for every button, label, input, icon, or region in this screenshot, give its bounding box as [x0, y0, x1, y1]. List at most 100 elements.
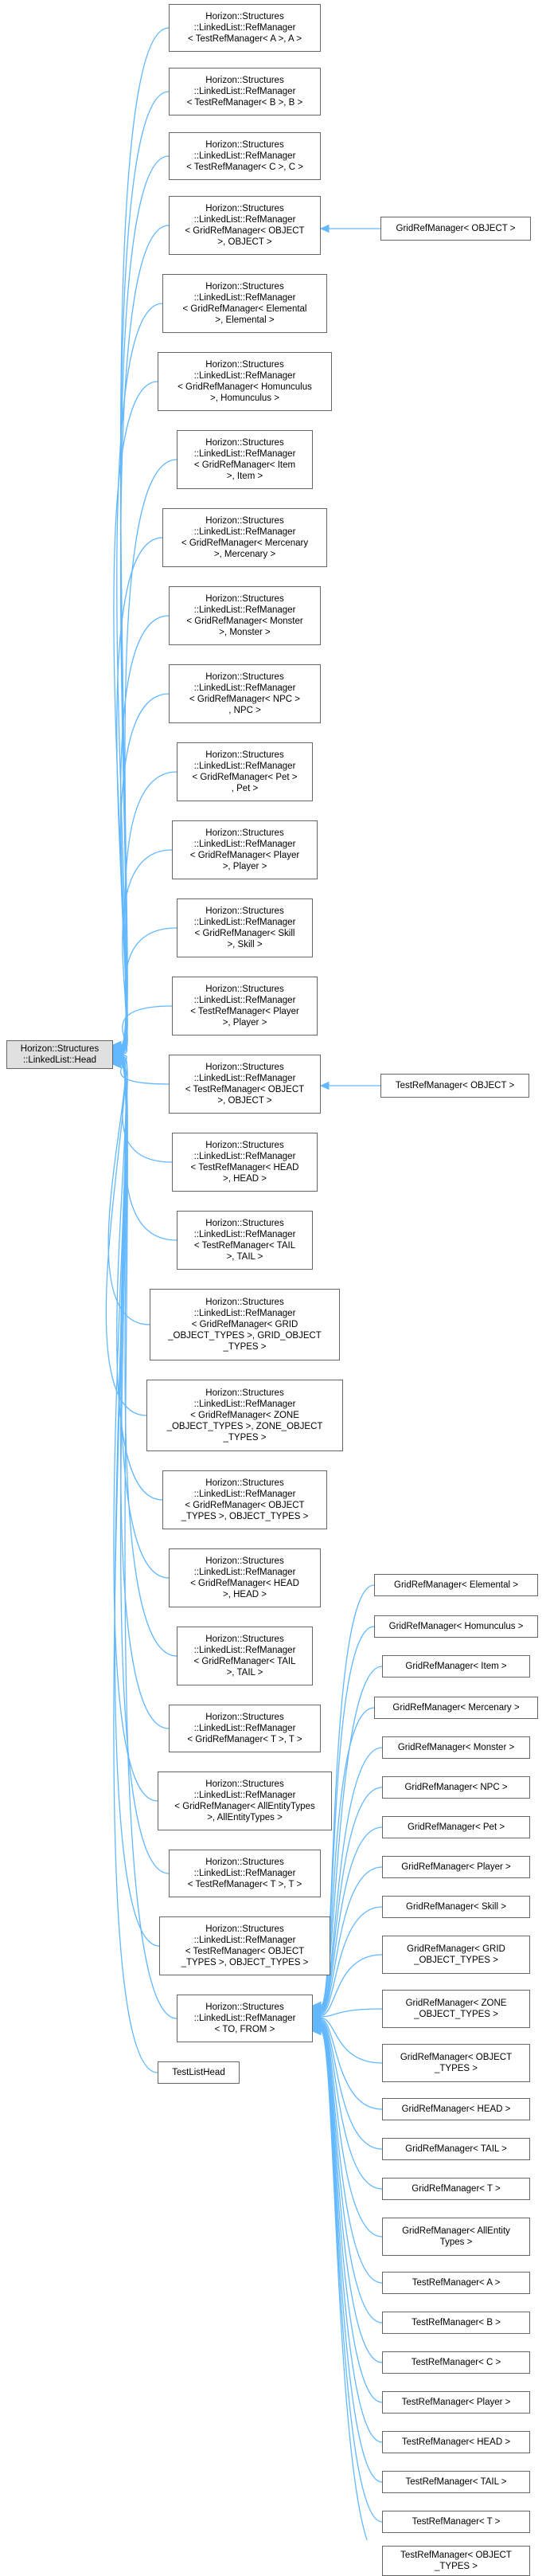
- edge-l-grid-pet-to-to-from: [320, 1826, 383, 2013]
- class-node-rm-grid-monster[interactable]: Horizon::Structures ::LinkedList::RefMan…: [169, 586, 321, 645]
- linkedlist-head-node-label: Horizon::Structures ::LinkedList::Head: [20, 1044, 99, 1065]
- edge-rm-grid-object-to-head: [119, 225, 170, 1048]
- class-node-l-grid-monster[interactable]: GridRefManager< Monster >: [382, 1736, 530, 1759]
- class-node-grid-object-label: GridRefManager< OBJECT >: [396, 224, 516, 233]
- class-node-l-grid-skill-label: GridRefManager< Skill >: [406, 1902, 506, 1912]
- class-node-l-test-c[interactable]: TestRefManager< C >: [382, 2351, 530, 2374]
- class-node-rm-grid-zone-object-types[interactable]: Horizon::Structures ::LinkedList::RefMan…: [146, 1380, 343, 1451]
- class-node-rm-grid-skill[interactable]: Horizon::Structures ::LinkedList::RefMan…: [177, 898, 313, 957]
- class-node-rm-grid-tail-label: Horizon::Structures ::LinkedList::RefMan…: [193, 1634, 296, 1678]
- arrowhead-grid-object: [319, 224, 330, 233]
- arrowhead-l-test-object-types: [311, 2026, 322, 2036]
- class-node-rm-to-from[interactable]: Horizon::Structures ::LinkedList::RefMan…: [177, 1995, 313, 2042]
- class-node-rm-grid-tail[interactable]: Horizon::Structures ::LinkedList::RefMan…: [177, 1627, 313, 1685]
- class-node-l-test-player[interactable]: TestRefManager< Player >: [382, 2391, 530, 2414]
- class-node-rm-test-t-label: Horizon::Structures ::LinkedList::RefMan…: [187, 1858, 302, 1889]
- class-node-rm-test-object-types[interactable]: Horizon::Structures ::LinkedList::RefMan…: [159, 1916, 330, 1975]
- class-node-l-test-object-types-label: TestRefManager< OBJECT _TYPES >: [400, 2551, 512, 2571]
- class-node-l-grid-mercenary-label: GridRefManager< Mercenary >: [392, 1703, 520, 1713]
- edge-l-grid-zone-object-types-to-to-from: [320, 2008, 383, 2018]
- class-node-l-grid-t[interactable]: GridRefManager< T >: [382, 2178, 530, 2200]
- class-node-rm-test-tail[interactable]: Horizon::Structures ::LinkedList::RefMan…: [177, 1211, 313, 1270]
- class-node-l-grid-elemental[interactable]: GridRefManager< Elemental >: [374, 1574, 538, 1596]
- class-node-l-grid-object-types[interactable]: GridRefManager< OBJECT _TYPES >: [382, 2044, 530, 2082]
- edge-rm-test-object-to-head: [119, 1054, 170, 1085]
- class-node-l-grid-elemental-label: GridRefManager< Elemental >: [394, 1580, 518, 1590]
- class-node-rm-test-object[interactable]: Horizon::Structures ::LinkedList::RefMan…: [169, 1055, 321, 1114]
- class-node-l-grid-item-label: GridRefManager< Item >: [405, 1662, 507, 1671]
- class-node-l-grid-allentity[interactable]: GridRefManager< AllEntity Types >: [382, 2218, 530, 2256]
- class-node-test-list-head[interactable]: TestListHead: [158, 2061, 240, 2084]
- arrowhead-test-list-head: [111, 1059, 122, 1069]
- edge-l-grid-monster-to-to-from: [320, 1747, 383, 2011]
- class-node-rm-grid-player-label: Horizon::Structures ::LinkedList::RefMan…: [189, 828, 300, 871]
- class-node-rm-to-from-label: Horizon::Structures ::LinkedList::RefMan…: [193, 2002, 296, 2034]
- class-node-l-test-a[interactable]: TestRefManager< A >: [382, 2272, 530, 2294]
- class-node-l-grid-pet[interactable]: GridRefManager< Pet >: [382, 1816, 530, 1838]
- class-node-l-test-head[interactable]: TestRefManager< HEAD >: [382, 2431, 530, 2453]
- class-node-rm-grid-elemental[interactable]: Horizon::Structures ::LinkedList::RefMan…: [162, 274, 327, 333]
- class-node-l-test-a-label: TestRefManager< A >: [412, 2278, 501, 2288]
- class-node-l-grid-head[interactable]: GridRefManager< HEAD >: [382, 2098, 530, 2120]
- class-node-l-grid-item[interactable]: GridRefManager< Item >: [382, 1655, 530, 1678]
- class-node-l-test-tail[interactable]: TestRefManager< TAIL >: [382, 2471, 530, 2493]
- class-node-rm-test-head[interactable]: Horizon::Structures ::LinkedList::RefMan…: [172, 1133, 318, 1192]
- class-node-test-object[interactable]: TestRefManager< OBJECT >: [380, 1074, 529, 1098]
- class-node-l-grid-homunculus-label: GridRefManager< Homunculus >: [388, 1622, 524, 1631]
- class-node-l-grid-homunculus[interactable]: GridRefManager< Homunculus >: [374, 1615, 538, 1638]
- class-node-l-grid-pet-label: GridRefManager< Pet >: [407, 1822, 505, 1832]
- class-node-l-grid-mercenary[interactable]: GridRefManager< Mercenary >: [374, 1697, 538, 1719]
- class-node-rm-grid-object[interactable]: Horizon::Structures ::LinkedList::RefMan…: [169, 196, 321, 255]
- class-node-rm-grid-item[interactable]: Horizon::Structures ::LinkedList::RefMan…: [177, 430, 313, 489]
- edge-rm-grid-tail-to-head: [120, 1059, 177, 1657]
- class-node-rm-grid-head[interactable]: Horizon::Structures ::LinkedList::RefMan…: [169, 1548, 321, 1607]
- class-node-l-grid-player-label: GridRefManager< Player >: [401, 1862, 511, 1872]
- class-node-l-grid-grid-object-types[interactable]: GridRefManager< GRID _OBJECT_TYPES >: [382, 1936, 530, 1974]
- edge-rm-test-a-to-head: [119, 27, 170, 1046]
- class-node-l-grid-tail[interactable]: GridRefManager< TAIL >: [382, 2138, 530, 2160]
- class-node-rm-test-b[interactable]: Horizon::Structures ::LinkedList::RefMan…: [169, 68, 321, 115]
- class-node-rm-test-a[interactable]: Horizon::Structures ::LinkedList::RefMan…: [169, 4, 321, 52]
- edge-rm-test-head-to-head: [120, 1055, 173, 1163]
- edge-l-grid-mercenary-to-to-from: [320, 1707, 375, 2010]
- class-node-rm-grid-grid-object-types[interactable]: Horizon::Structures ::LinkedList::RefMan…: [150, 1289, 340, 1360]
- class-node-rm-grid-npc[interactable]: Horizon::Structures ::LinkedList::RefMan…: [169, 664, 321, 723]
- class-node-rm-grid-elemental-label: Horizon::Structures ::LinkedList::RefMan…: [182, 282, 307, 325]
- class-node-rm-test-a-label: Horizon::Structures ::LinkedList::RefMan…: [187, 12, 302, 44]
- class-node-l-grid-tail-label: GridRefManager< TAIL >: [405, 2144, 507, 2154]
- class-node-rm-test-t[interactable]: Horizon::Structures ::LinkedList::RefMan…: [169, 1850, 321, 1897]
- edge-l-grid-player-to-to-from: [320, 1866, 383, 2014]
- edge-l-grid-npc-to-to-from: [320, 1787, 383, 2012]
- edge-rm-grid-player-to-head: [120, 849, 173, 1054]
- class-node-rm-test-c[interactable]: Horizon::Structures ::LinkedList::RefMan…: [169, 132, 321, 180]
- class-node-rm-grid-zone-object-types-label: Horizon::Structures ::LinkedList::RefMan…: [166, 1388, 323, 1443]
- class-node-l-grid-zone-object-types[interactable]: GridRefManager< ZONE _OBJECT_TYPES >: [382, 1990, 530, 2028]
- class-node-rm-grid-pet[interactable]: Horizon::Structures ::LinkedList::RefMan…: [177, 742, 313, 801]
- class-node-grid-object[interactable]: GridRefManager< OBJECT >: [380, 217, 531, 241]
- edge-rm-to-from-to-head: [120, 1063, 177, 2019]
- class-node-rm-grid-t[interactable]: Horizon::Structures ::LinkedList::RefMan…: [169, 1705, 321, 1752]
- class-node-l-grid-npc[interactable]: GridRefManager< NPC >: [382, 1776, 530, 1799]
- class-node-rm-test-tail-label: Horizon::Structures ::LinkedList::RefMan…: [193, 1219, 296, 1262]
- class-node-l-grid-npc-label: GridRefManager< NPC >: [404, 1783, 508, 1792]
- class-node-rm-grid-npc-label: Horizon::Structures ::LinkedList::RefMan…: [189, 672, 301, 715]
- class-node-rm-grid-monster-label: Horizon::Structures ::LinkedList::RefMan…: [186, 594, 303, 637]
- edge-l-grid-allentity-to-to-from: [320, 2022, 383, 2237]
- class-node-rm-grid-object-types[interactable]: Horizon::Structures ::LinkedList::RefMan…: [162, 1470, 327, 1529]
- edge-l-grid-head-to-to-from: [320, 2018, 383, 2110]
- class-node-l-test-object-types[interactable]: TestRefManager< OBJECT _TYPES >: [382, 2546, 530, 2576]
- class-node-l-grid-player[interactable]: GridRefManager< Player >: [382, 1856, 530, 1878]
- class-node-l-grid-head-label: GridRefManager< HEAD >: [401, 2104, 511, 2114]
- class-node-rm-grid-item-label: Horizon::Structures ::LinkedList::RefMan…: [193, 438, 296, 481]
- class-node-rm-grid-homunculus[interactable]: Horizon::Structures ::LinkedList::RefMan…: [158, 352, 332, 411]
- class-node-rm-grid-player[interactable]: Horizon::Structures ::LinkedList::RefMan…: [172, 820, 318, 879]
- class-node-rm-test-player[interactable]: Horizon::Structures ::LinkedList::RefMan…: [172, 977, 318, 1035]
- class-node-l-grid-skill[interactable]: GridRefManager< Skill >: [382, 1896, 530, 1918]
- class-node-rm-grid-mercenary[interactable]: Horizon::Structures ::LinkedList::RefMan…: [162, 508, 327, 567]
- class-node-rm-grid-allentity[interactable]: Horizon::Structures ::LinkedList::RefMan…: [158, 1771, 332, 1830]
- class-node-l-test-t[interactable]: TestRefManager< T >: [382, 2511, 530, 2533]
- class-node-l-test-b[interactable]: TestRefManager< B >: [382, 2312, 530, 2334]
- class-node-l-grid-monster-label: GridRefManager< Monster >: [397, 1743, 515, 1752]
- class-node-rm-grid-homunculus-label: Horizon::Structures ::LinkedList::RefMan…: [177, 360, 312, 403]
- edge-l-grid-tail-to-to-from: [320, 2019, 383, 2150]
